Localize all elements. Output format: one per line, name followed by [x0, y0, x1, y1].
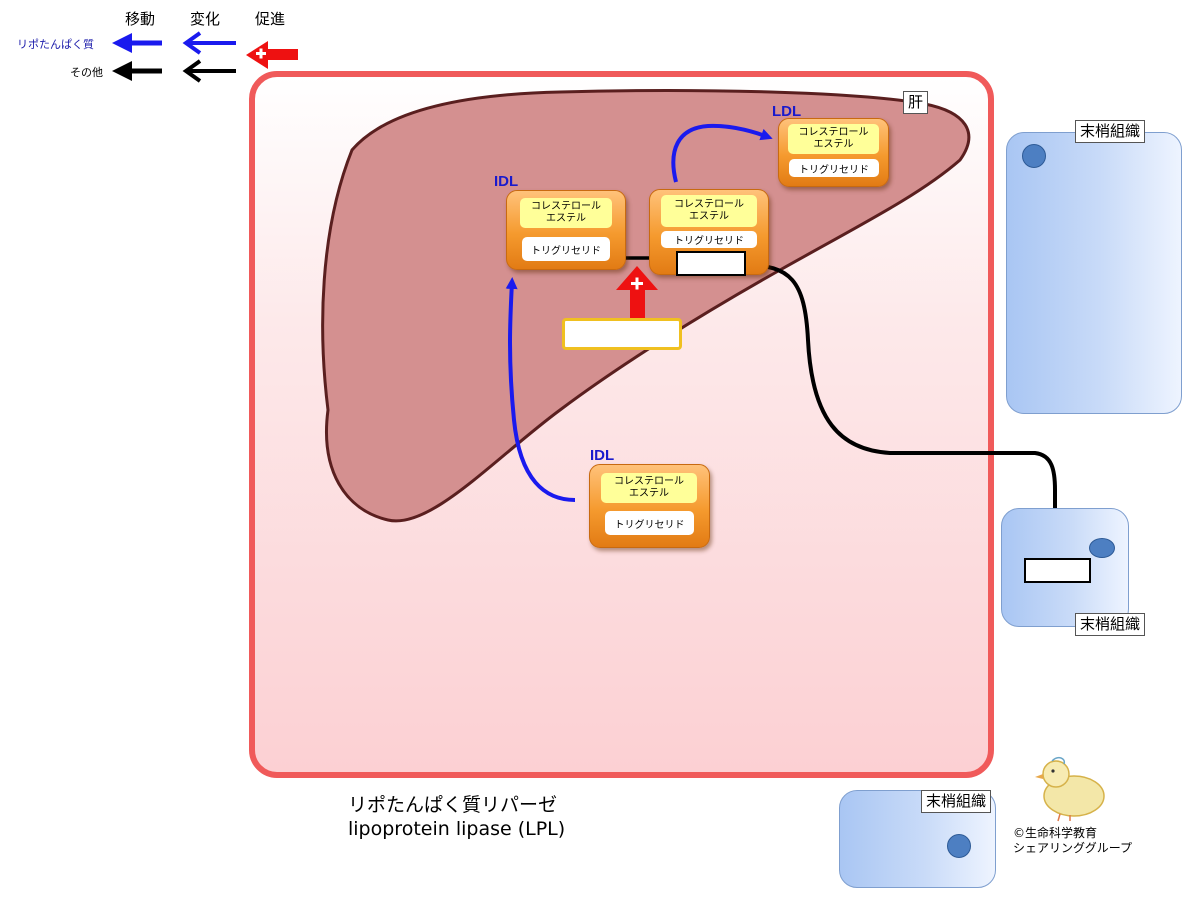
idl-top-cholesterol-text: コレステロール エステル	[531, 201, 601, 224]
ldl-cholesterol: コレステロール エステル	[788, 124, 879, 154]
tissue-1-label: 末梢組織	[1075, 120, 1146, 143]
idl-bottom-particle: コレステロール エステル トリグリセリド	[589, 464, 710, 548]
tissue-2-label: 末梢組織	[1075, 613, 1146, 636]
liver-shape	[321, 89, 971, 523]
caption-english: lipoprotein lipase (LPL)	[348, 818, 566, 840]
arrow-idl-to-idl	[505, 277, 576, 502]
tissue-1-nucleus	[1022, 144, 1046, 168]
caption: リポたんぱく質リパーゼ lipoprotein lipase (LPL)	[348, 793, 565, 841]
tissue-2-product-blank	[1024, 558, 1091, 583]
idl-bottom-cholesterol: コレステロール エステル	[601, 473, 697, 503]
idl-bottom-cholesterol-text: コレステロール エステル	[614, 476, 684, 499]
legend-label-other: その他	[70, 66, 103, 79]
credit-line2: シェアリンググループ	[1013, 841, 1133, 855]
middle-cholesterol-text: コレステロール エステル	[674, 199, 744, 222]
arrow-to-tissue	[744, 263, 1060, 552]
legend-arrow-move-other	[112, 61, 162, 81]
chick-mascot-icon	[1035, 756, 1105, 822]
middle-particle: コレステロール エステル トリグリセリド	[649, 189, 769, 275]
legend-header-move: 移動	[125, 10, 156, 28]
arrow-to-ldl	[671, 123, 773, 183]
tissue-3-nucleus	[947, 834, 971, 858]
peripheral-tissue-1	[1006, 132, 1182, 414]
legend-arrow-move-lipoprotein	[112, 33, 162, 53]
caption-japanese: リポたんぱく質リパーゼ	[348, 794, 558, 816]
credit-line1: ©生命科学教育	[1013, 826, 1098, 840]
idl-top-label: IDL	[494, 173, 519, 190]
tissue-3-label: 末梢組織	[921, 790, 992, 813]
idl-top-particle: コレステロール エステル トリグリセリド	[506, 190, 626, 270]
middle-product-blank	[676, 251, 746, 276]
middle-triglyceride: トリグリセリド	[661, 231, 757, 248]
legend-header-change: 変化	[190, 10, 221, 28]
idl-bottom-label: IDL	[590, 447, 615, 464]
lpl-enzyme-blank	[562, 318, 682, 350]
middle-cholesterol: コレステロール エステル	[661, 195, 757, 227]
legend-header-promote: 促進	[255, 10, 286, 28]
ldl-triglyceride: トリグリセリド	[789, 159, 879, 177]
idl-top-cholesterol: コレステロール エステル	[520, 198, 612, 228]
ldl-cholesterol-text: コレステロール エステル	[798, 127, 869, 150]
liver-label: 肝	[903, 91, 929, 114]
legend-arrow-change-lipoprotein	[182, 31, 236, 55]
ldl-particle: コレステロール エステル トリグリセリド	[778, 118, 889, 187]
legend-arrow-promote	[246, 41, 298, 69]
promote-arrow-lpl	[616, 266, 658, 318]
tissue-2-nucleus	[1089, 538, 1115, 558]
legend-arrow-change-other	[182, 59, 236, 83]
credit: ©生命科学教育 シェアリンググループ	[1013, 826, 1132, 856]
legend-label-lipoprotein: リポたんぱく質	[17, 38, 94, 51]
idl-bottom-triglyceride: トリグリセリド	[605, 511, 694, 535]
ldl-label: LDL	[772, 103, 802, 120]
idl-top-triglyceride: トリグリセリド	[522, 237, 610, 261]
